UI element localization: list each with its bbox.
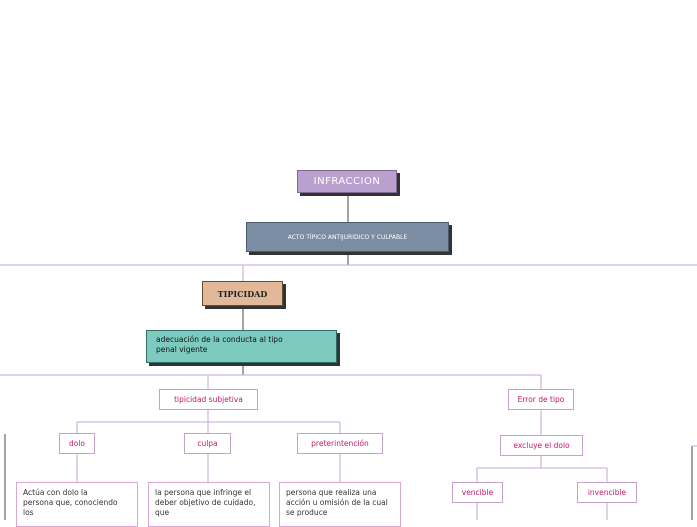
node-dolo-description-text: Actúa con dolo la persona que, conociend… xyxy=(23,488,118,517)
node-culpa-description[interactable]: la persona que infringe el deber objetiv… xyxy=(148,482,270,527)
node-dolo[interactable]: dolo xyxy=(59,433,95,454)
node-excluye-el-dolo[interactable]: excluye el dolo xyxy=(500,435,583,456)
node-tipicidad-subjetiva-label: tipicidad subjetiva xyxy=(174,395,243,404)
node-vencible[interactable]: vencible xyxy=(452,482,503,503)
node-invencible[interactable]: invencible xyxy=(577,482,637,503)
node-dolo-label: dolo xyxy=(68,439,86,448)
node-preterintencion[interactable]: preterintención xyxy=(297,433,383,454)
node-acto-tipico-label: ACTO TÍPICO ANTIJURIDICO Y CULPABLE xyxy=(287,233,408,241)
node-culpa-description-text: la persona que infringe el deber objetiv… xyxy=(155,488,256,517)
node-error-de-tipo-label: Error de tipo xyxy=(517,395,565,404)
node-tipicidad[interactable]: TIPICIDAD xyxy=(202,281,283,306)
node-infraccion[interactable]: INFRACCION xyxy=(297,170,397,193)
node-preter-description[interactable]: persona que realiza una acción u omisión… xyxy=(279,482,401,527)
node-tipicidad-label: TIPICIDAD xyxy=(217,288,268,299)
node-invencible-label: invencible xyxy=(587,488,627,497)
node-vencible-label: vencible xyxy=(461,488,494,497)
node-preterintencion-label: preterintención xyxy=(311,439,369,448)
node-adecuacion-label: adecuación de la conducta al tipo penal … xyxy=(156,335,283,354)
node-culpa[interactable]: culpa xyxy=(184,433,231,454)
node-adecuacion[interactable]: adecuación de la conducta al tipo penal … xyxy=(146,330,337,363)
node-error-de-tipo[interactable]: Error de tipo xyxy=(508,389,574,410)
node-infraccion-label: INFRACCION xyxy=(313,176,381,187)
node-culpa-label: culpa xyxy=(197,439,218,448)
node-dolo-description[interactable]: Actúa con dolo la persona que, conociend… xyxy=(16,482,138,527)
node-preter-description-text: persona que realiza una acción u omisión… xyxy=(286,488,388,517)
node-excluye-el-dolo-label: excluye el dolo xyxy=(513,441,570,450)
node-acto-tipico[interactable]: ACTO TÍPICO ANTIJURIDICO Y CULPABLE xyxy=(246,222,449,252)
node-tipicidad-subjetiva[interactable]: tipicidad subjetiva xyxy=(159,389,258,410)
